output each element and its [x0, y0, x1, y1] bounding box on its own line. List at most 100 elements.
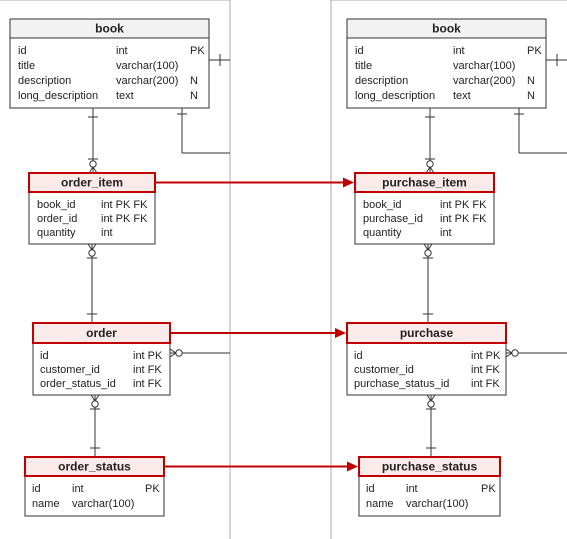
- attribute-type: varchar(100): [406, 498, 468, 510]
- attribute-type: int: [453, 45, 465, 57]
- attribute-name: id: [355, 45, 364, 57]
- attribute-name: quantity: [37, 227, 76, 239]
- attribute-key: N: [190, 90, 198, 102]
- attribute-type: int: [440, 227, 452, 239]
- optional-mark: [511, 349, 519, 357]
- attribute-name: customer_id: [40, 364, 100, 376]
- attribute-key: PK: [527, 45, 542, 57]
- attribute-row: book_id int PK FK: [37, 199, 148, 211]
- attribute-row: name varchar(100): [32, 498, 134, 510]
- optional-mark: [427, 400, 435, 408]
- rename-mapping-arrows: [155, 177, 358, 472]
- many-mark: [505, 348, 513, 354]
- attribute-name: title: [18, 60, 35, 72]
- optional-mark: [175, 349, 183, 357]
- mapping-arrow-order_status-to-purchase_status: [164, 461, 358, 472]
- attribute-row: id int PK: [18, 45, 205, 57]
- optional-mark: [424, 249, 432, 257]
- attribute-name: description: [355, 75, 408, 87]
- entity-title: purchase_status: [382, 460, 478, 474]
- arrow-head: [347, 461, 358, 472]
- attribute-name: title: [355, 60, 372, 72]
- many-mark: [169, 352, 177, 358]
- many-mark: [91, 243, 97, 251]
- attribute-name: quantity: [363, 227, 402, 239]
- attribute-key: N: [527, 90, 535, 102]
- many-mark: [427, 243, 433, 251]
- optional-mark: [88, 249, 96, 257]
- attribute-row: name varchar(100): [366, 498, 468, 510]
- many-mark: [426, 394, 432, 402]
- entity-header: [354, 172, 495, 193]
- attribute-row: customer_id int FK: [40, 364, 162, 376]
- attribute-name: name: [32, 498, 60, 510]
- right-panel-border: [330, 0, 567, 539]
- entity-header: [346, 18, 547, 39]
- attribute-name: name: [366, 498, 394, 510]
- attribute-name: id: [354, 350, 363, 362]
- attribute-row: customer_id int FK: [354, 364, 500, 376]
- attribute-key: PK: [190, 45, 205, 57]
- attribute-key: N: [190, 75, 198, 87]
- entity-header: [358, 456, 501, 477]
- attribute-type: int PK FK: [101, 199, 148, 211]
- entity-header: [346, 322, 507, 344]
- entity-title: order_item: [61, 176, 123, 190]
- attribute-name: id: [18, 45, 27, 57]
- attribute-type: varchar(100): [72, 498, 134, 510]
- attribute-type: int FK: [133, 364, 162, 376]
- attribute-name: customer_id: [354, 364, 414, 376]
- mapping-arrow-order_item-to-purchase_item: [155, 177, 354, 188]
- many-mark: [90, 394, 96, 402]
- left-panel-border: [0, 0, 231, 539]
- attribute-type: int FK: [471, 364, 500, 376]
- entity-title: order_status: [58, 460, 131, 474]
- relationship-lines: [87, 54, 567, 457]
- arrow-head: [343, 177, 354, 188]
- entity-title: purchase: [400, 326, 454, 340]
- many-mark: [94, 394, 100, 402]
- attribute-name: order_id: [37, 213, 77, 225]
- many-mark: [169, 348, 177, 354]
- entity-title: book: [95, 22, 124, 36]
- optional-mark: [91, 400, 99, 408]
- optional-mark: [426, 160, 434, 168]
- mapping-arrow-order-to-purchase: [170, 328, 346, 338]
- entity-title: book: [432, 22, 461, 36]
- many-mark: [87, 243, 93, 251]
- attribute-key: PK: [481, 483, 496, 495]
- attribute-name: purchase_id: [363, 213, 423, 225]
- attribute-type: varchar(100): [116, 60, 178, 72]
- many-mark: [430, 394, 436, 402]
- entity-header: [9, 18, 210, 39]
- attribute-row: quantity int: [363, 227, 452, 239]
- attribute-key: N: [527, 75, 535, 87]
- attribute-type: varchar(200): [453, 75, 515, 87]
- attribute-name: book_id: [37, 199, 76, 211]
- attribute-type: varchar(200): [116, 75, 178, 87]
- attribute-type: int: [116, 45, 128, 57]
- entity-title: purchase_item: [382, 176, 467, 190]
- attribute-name: id: [366, 483, 375, 495]
- attribute-type: int FK: [133, 378, 162, 390]
- attribute-name: id: [32, 483, 41, 495]
